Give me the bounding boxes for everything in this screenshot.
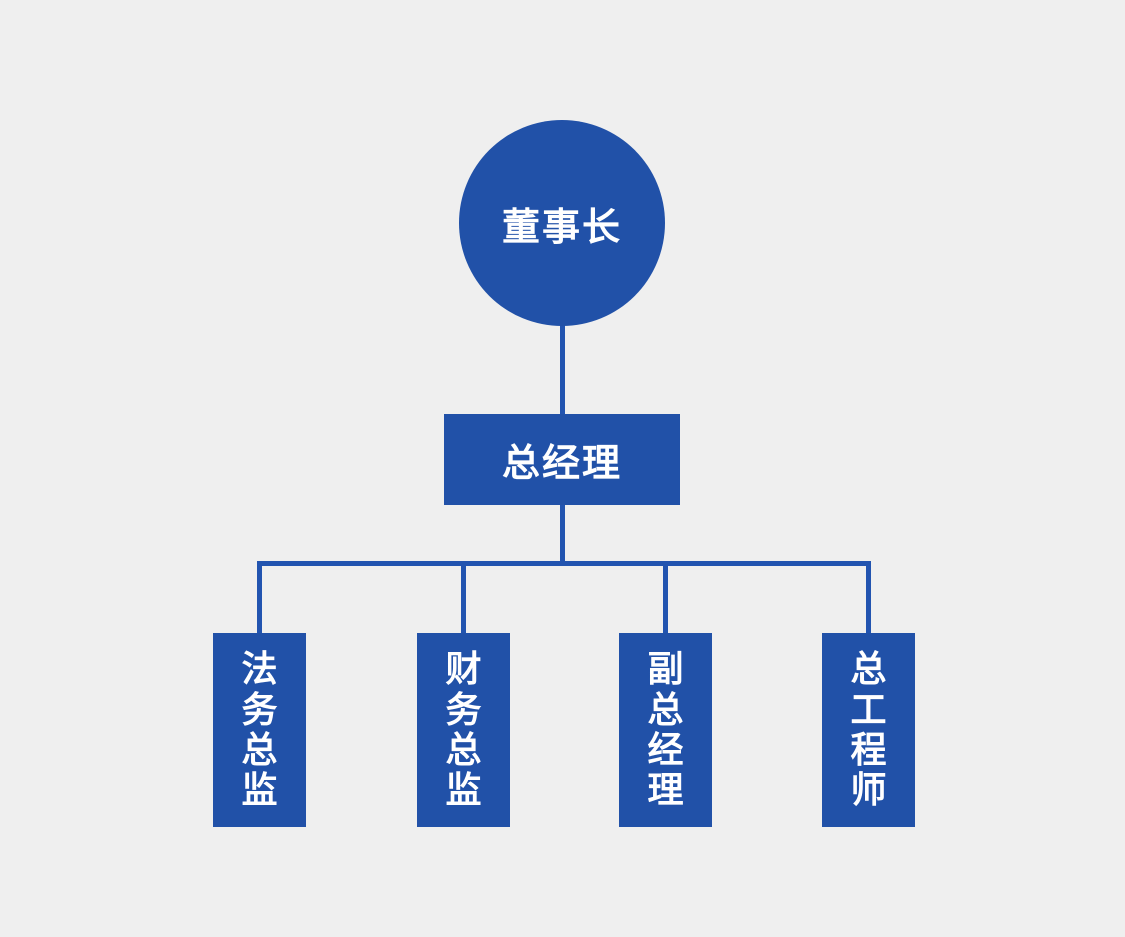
connector-manager-down [560, 503, 565, 563]
finance-director-node[interactable]: 财务总监 [417, 633, 510, 827]
general-manager-label: 总经理 [501, 443, 622, 485]
deputy-general-manager-node[interactable]: 副总经理 [619, 633, 712, 827]
chairman-label: 董事长 [501, 206, 622, 249]
connector-drop-chief-engineer [866, 561, 871, 635]
connector-drop-finance-director [461, 561, 466, 635]
connector-drop-legal-director [257, 561, 262, 635]
chairman-node[interactable]: 董事长 [459, 120, 665, 326]
deputy-general-manager-label: 副总经理 [647, 648, 684, 811]
legal-director-label: 法务总监 [241, 648, 278, 811]
general-manager-node[interactable]: 总经理 [444, 414, 680, 505]
chief-engineer-label: 总工程师 [850, 648, 887, 811]
connector-horizontal-bus [257, 561, 871, 566]
finance-director-label: 财务总监 [445, 648, 482, 811]
connector-root-to-manager [560, 324, 565, 416]
connector-drop-deputy-general-manager [663, 561, 668, 635]
legal-director-node[interactable]: 法务总监 [213, 633, 306, 827]
chief-engineer-node[interactable]: 总工程师 [822, 633, 915, 827]
